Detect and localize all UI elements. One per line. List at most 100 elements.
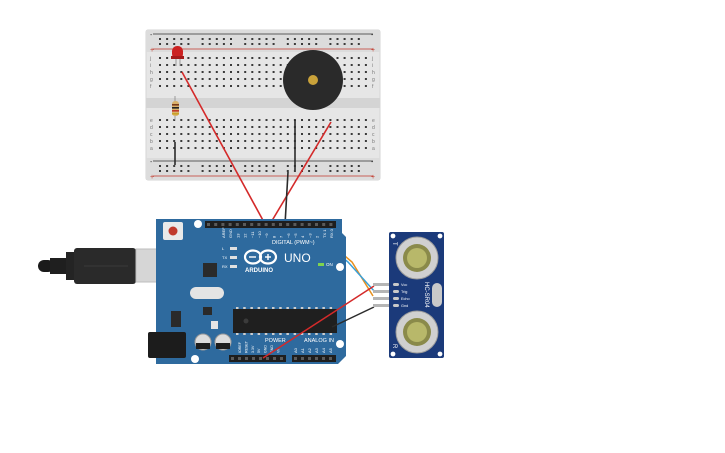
board-led — [230, 265, 237, 268]
sensor-pin-label: Trig — [401, 290, 407, 294]
breadboard-hole — [180, 147, 183, 149]
breadboard-hole — [180, 85, 183, 87]
mounting-hole — [191, 355, 199, 363]
breadboard-hole — [279, 78, 282, 80]
breadboard-hole — [301, 126, 303, 128]
piezo-buzzer[interactable] — [283, 50, 343, 110]
breadboard-hole — [166, 170, 169, 172]
breadboard-hole — [272, 43, 275, 45]
breadboard-hole — [222, 126, 225, 128]
digital-pin-label: ~9 — [264, 233, 269, 238]
sensor-crystal — [432, 283, 442, 307]
sensor-pin-pad — [393, 297, 399, 300]
breadboard-hole — [357, 71, 360, 73]
dc-barrel-jack — [148, 332, 186, 358]
chip-notch — [243, 318, 249, 324]
breadboard-hole — [173, 165, 176, 167]
usb-plug-collar — [66, 252, 76, 280]
breadboard-hole — [357, 165, 360, 167]
rail-label: - — [150, 32, 153, 39]
mounting-hole — [336, 340, 344, 348]
power-pin-label: GND — [270, 345, 274, 353]
analog-pin-label: A1 — [300, 347, 305, 353]
header-pin — [214, 223, 218, 226]
transmitter-transducer — [395, 236, 439, 280]
breadboard-hole — [350, 140, 353, 142]
breadboard-hole — [244, 38, 247, 40]
breadboard-hole — [272, 119, 275, 121]
breadboard-hole — [230, 57, 232, 59]
breadboard-row-letter: g — [150, 77, 153, 83]
breadboard-hole — [272, 57, 275, 59]
breadboard-hole — [286, 38, 289, 40]
breadboard-hole — [279, 85, 282, 87]
breadboard-hole — [265, 147, 268, 149]
chip-pin — [308, 307, 311, 309]
reset-button-cap[interactable] — [168, 226, 178, 236]
chip-pin — [264, 333, 268, 335]
resistor[interactable] — [172, 96, 179, 120]
mounting-hole — [194, 220, 202, 228]
breadboard-hole — [173, 126, 176, 128]
breadboard-hole — [201, 38, 204, 40]
breadboard-hole — [301, 133, 303, 135]
breadboard-row-letter: f — [372, 84, 374, 90]
breadboard-hole — [230, 78, 232, 80]
breadboard-hole — [208, 170, 211, 172]
breadboard-hole — [308, 133, 311, 135]
breadboard-hole — [322, 147, 325, 149]
breadboard-hole — [265, 57, 268, 59]
breadboard-hole — [159, 133, 161, 135]
breadboard-hole — [180, 165, 183, 167]
chip-pin — [293, 333, 297, 335]
header-pin — [315, 357, 318, 360]
breadboard-hole — [308, 140, 311, 142]
breadboard-hole — [336, 140, 339, 142]
capacitor-base — [216, 343, 230, 349]
breadboard-hole — [230, 126, 232, 128]
digital-pin-label: 2 — [315, 235, 320, 238]
led-rim — [171, 56, 184, 59]
power-pin-label: 5V — [257, 348, 261, 353]
breadboard-hole — [208, 133, 211, 135]
breadboard-hole — [208, 57, 211, 59]
breadboard-hole — [357, 140, 360, 142]
header-pin — [308, 357, 311, 360]
breadboard-hole — [230, 165, 232, 167]
sensor-pin-label: Echo — [401, 297, 410, 301]
breadboard-hole — [166, 43, 169, 45]
power-pin-label: Vin — [276, 348, 280, 353]
breadboard-hole — [159, 64, 161, 66]
digital-pin-label: ~6 — [286, 233, 291, 238]
breadboard-row-letter: d — [150, 125, 153, 131]
breadboard-hole — [279, 57, 282, 59]
header-pin — [259, 357, 262, 360]
chip-pin — [315, 307, 318, 309]
power-header — [229, 355, 286, 362]
header-pin — [257, 223, 261, 226]
breadboard-hole — [357, 64, 360, 66]
center-channel — [146, 98, 380, 108]
breadboard-hole — [343, 78, 346, 80]
mounting-hole — [437, 351, 443, 357]
breadboard-hole — [173, 43, 176, 45]
breadboard-hole — [357, 43, 360, 45]
breadboard-hole — [350, 78, 353, 80]
header-pin — [264, 223, 268, 226]
red-led[interactable] — [171, 46, 184, 66]
header-pin — [329, 357, 332, 360]
rail-label: + — [371, 47, 375, 54]
breadboard-hole — [159, 57, 161, 59]
breadboard-hole — [357, 147, 360, 149]
breadboard-hole — [315, 43, 318, 45]
wire-vcc — [262, 285, 375, 359]
header-pin — [207, 223, 210, 226]
chip-pin — [257, 333, 261, 335]
resistor-band — [172, 104, 179, 106]
breadboard-hole — [251, 78, 254, 80]
breadboard-hole — [222, 57, 225, 59]
